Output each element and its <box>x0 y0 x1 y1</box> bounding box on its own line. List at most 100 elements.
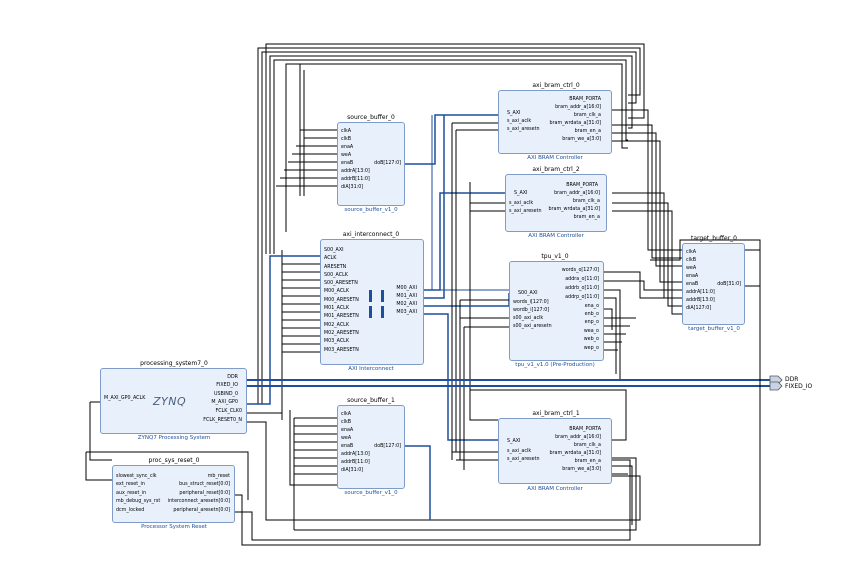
pin-bram-addr-a[interactable]: bram_addr_a[16:0] <box>555 435 601 440</box>
pin-addra[interactable]: addrA[13:0] <box>341 452 370 457</box>
pin-bram-porta[interactable]: BRAM_PORTA <box>569 427 601 432</box>
pin-peripheral-reset[interactable]: peripheral_reset[0:0] <box>179 491 230 496</box>
pin-m01-aresetn[interactable]: M01_ARESETN <box>324 314 359 319</box>
pin-bram-en-a[interactable]: bram_en_a <box>574 129 601 134</box>
pin-enaa[interactable]: enaA <box>341 145 354 150</box>
pin-bram-clk-a[interactable]: bram_clk_a <box>573 113 601 118</box>
pin-s-axi[interactable]: S_AXI <box>507 111 521 116</box>
pin-m03-axi[interactable]: M03_AXI <box>396 310 417 315</box>
pin-m02-aresetn[interactable]: M02_ARESETN <box>324 331 359 336</box>
pin-addrb[interactable]: addrB[13:0] <box>686 298 715 303</box>
pin-bram-porta[interactable]: BRAM_PORTA <box>569 97 601 102</box>
pin-m00-axi[interactable]: M00_AXI <box>396 286 417 291</box>
pin-bram-addr-a[interactable]: bram_addr_a[16:0] <box>555 105 601 110</box>
pin-s00-axi-aresetn[interactable]: s00_axi_aresetn <box>513 324 552 329</box>
pin-bram-en-a[interactable]: bram_en_a <box>574 459 601 464</box>
axi-bram-ctrl-2-block[interactable]: S_AXI s_axi_aclk s_axi_aresetn BRAM_PORT… <box>505 174 607 232</box>
pin-s00-aresetn[interactable]: S00_ARESETN <box>324 281 358 286</box>
pin-wordb-i[interactable]: wordb_i[127:0] <box>513 308 550 313</box>
pin-fixed-io[interactable]: FIXED_IO <box>216 383 238 388</box>
pin-m03-aclk[interactable]: M03_ACLK <box>324 339 350 344</box>
pin-addrb[interactable]: addrB[11:0] <box>341 177 370 182</box>
pin-addrp-o[interactable]: addrp_o[11:0] <box>565 295 599 300</box>
pin-dia[interactable]: diA[127:0] <box>686 306 712 311</box>
pin-s00-axi-aclk[interactable]: s00_axi_aclk <box>513 316 544 321</box>
pin-m02-aclk[interactable]: M02_ACLK <box>324 323 350 328</box>
pin-wea[interactable]: weA <box>341 436 352 441</box>
pin-bram-clk-a[interactable]: bram_clk_a <box>572 199 600 204</box>
axi-interconnect-0-block[interactable]: S00_AXI ACLK ARESETN S00_ACLK S00_ARESET… <box>320 239 424 365</box>
pin-s00-aclk[interactable]: S00_ACLK <box>324 273 348 278</box>
pin-m03-aresetn[interactable]: M03_ARESETN <box>324 348 359 353</box>
pin-mb-debug-sys-rst[interactable]: mb_debug_sys_rst <box>116 499 161 504</box>
pin-m02-axi[interactable]: M02_AXI <box>396 302 417 307</box>
pin-aux-reset-in[interactable]: aux_reset_in <box>116 491 147 496</box>
pin-addra[interactable]: addrA[13:0] <box>341 169 370 174</box>
axi-bram-ctrl-0-block[interactable]: S_AXI s_axi_aclk s_axi_aresetn BRAM_PORT… <box>498 90 612 154</box>
pin-s-axi-aclk[interactable]: s_axi_aclk <box>507 119 532 124</box>
pin-s-axi-aresetn[interactable]: s_axi_aresetn <box>507 127 540 132</box>
pin-ena-o[interactable]: ena_o <box>584 304 599 309</box>
external-port-ddr[interactable]: DDR <box>785 376 799 383</box>
axi-bram-ctrl-1-block[interactable]: S_AXI s_axi_aclk s_axi_aresetn BRAM_PORT… <box>498 418 612 484</box>
pin-dob[interactable]: doB[127:0] <box>374 444 401 449</box>
pin-usbind-0[interactable]: USBIND_0 <box>214 392 238 397</box>
external-port-fixed-io[interactable]: FIXED_IO <box>785 383 813 390</box>
pin-s-axi-aresetn[interactable]: s_axi_aresetn <box>509 209 542 214</box>
target-buffer-0-block[interactable]: clkA clkB weA enaA enaB addrA[11:0] addr… <box>682 243 745 325</box>
pin-addrb[interactable]: addrB[11:0] <box>341 460 370 465</box>
pin-s00-axi[interactable]: S00_AXI <box>518 291 538 296</box>
pin-bram-wrdata-a[interactable]: bram_wrdata_a[31:0] <box>548 207 601 212</box>
pin-clka[interactable]: clkA <box>341 129 352 134</box>
source-buffer-0-block[interactable]: clkA clkB enaA weA enaB addrA[13:0] addr… <box>337 122 405 206</box>
pin-enaa[interactable]: enaA <box>341 428 354 433</box>
pin-enaa[interactable]: enaA <box>686 274 699 279</box>
pin-addrb-o[interactable]: addrb_o[11:0] <box>565 286 599 291</box>
pin-fclk-clk0[interactable]: FCLK_CLK0 <box>215 409 242 414</box>
pin-clkb[interactable]: clkB <box>341 137 352 142</box>
pin-web-o[interactable]: web_o <box>583 337 599 342</box>
pin-bram-wrdata-a[interactable]: bram_wrdata_a[31:0] <box>549 451 602 456</box>
pin-bram-wrdata-a[interactable]: bram_wrdata_a[31:0] <box>549 121 602 126</box>
pin-s-axi-aclk[interactable]: s_axi_aclk <box>507 449 532 454</box>
pin-enp-o[interactable]: enp_o <box>584 320 599 325</box>
pin-bram-clk-a[interactable]: bram_clk_a <box>573 443 601 448</box>
pin-m-axi-gp0-aclk[interactable]: M_AXI_GP0_ACLK <box>104 396 146 401</box>
pin-s-axi[interactable]: S_AXI <box>514 191 528 196</box>
pin-aclk[interactable]: ACLK <box>324 256 337 261</box>
pin-dcm-locked[interactable]: dcm_locked <box>116 508 145 513</box>
pin-words-o[interactable]: words_o[127:0] <box>561 268 599 273</box>
pin-clka[interactable]: clkA <box>341 412 352 417</box>
pin-s-axi[interactable]: S_AXI <box>507 439 521 444</box>
pin-ddr[interactable]: DDR <box>227 375 238 380</box>
pin-s-axi-aresetn[interactable]: s_axi_aresetn <box>507 457 540 462</box>
pin-words-i[interactable]: words_i[127:0] <box>513 300 549 305</box>
pin-slowest-sync-clk[interactable]: slowest_sync_clk <box>116 474 157 479</box>
pin-bram-en-a[interactable]: bram_en_a <box>573 215 600 220</box>
pin-dob[interactable]: doB[127:0] <box>374 161 401 166</box>
pin-bram-porta[interactable]: BRAM_PORTA <box>566 183 598 188</box>
pin-bram-addr-a[interactable]: bram_addr_a[16:0] <box>554 191 600 196</box>
pin-s-axi-aclk[interactable]: s_axi_aclk <box>509 201 534 206</box>
pin-peripheral-aresetn[interactable]: peripheral_aresetn[0:0] <box>173 508 230 513</box>
source-buffer-1-block[interactable]: clkA clkB enaA weA enaB addrA[13:0] addr… <box>337 405 405 489</box>
processing-system7-0-block[interactable]: M_AXI_GP0_ACLK ZYNQ DDR FIXED_IO USBIND_… <box>100 368 247 434</box>
pin-m01-aclk[interactable]: M01_ACLK <box>324 306 350 311</box>
pin-enb-o[interactable]: enb_o <box>584 312 599 317</box>
pin-bram-we-a[interactable]: bram_we_a[3:0] <box>562 137 601 142</box>
pin-clka[interactable]: clkA <box>686 250 697 255</box>
pin-interconnect-aresetn[interactable]: interconnect_aresetn[0:0] <box>167 499 230 504</box>
pin-mb-reset[interactable]: mb_reset <box>207 474 230 479</box>
pin-m-axi-gp0[interactable]: M_AXI_GP0 <box>211 400 238 405</box>
proc-sys-reset-0-block[interactable]: slowest_sync_clk ext_reset_in aux_reset_… <box>112 465 235 523</box>
pin-bram-we-a[interactable]: bram_we_a[3:0] <box>562 467 601 472</box>
pin-wea[interactable]: weA <box>686 266 697 271</box>
pin-clkb[interactable]: clkB <box>686 258 697 263</box>
pin-ext-reset-in[interactable]: ext_reset_in <box>116 482 145 487</box>
pin-fclk-reset0-n[interactable]: FCLK_RESET0_N <box>203 418 242 423</box>
pin-wep-o[interactable]: wep_o <box>583 346 599 351</box>
pin-wea-o[interactable]: wea_o <box>583 329 599 334</box>
pin-s00-axi[interactable]: S00_AXI <box>324 248 344 253</box>
pin-m00-aresetn[interactable]: M00_ARESETN <box>324 298 359 303</box>
pin-dia[interactable]: diA[31:0] <box>341 468 364 473</box>
